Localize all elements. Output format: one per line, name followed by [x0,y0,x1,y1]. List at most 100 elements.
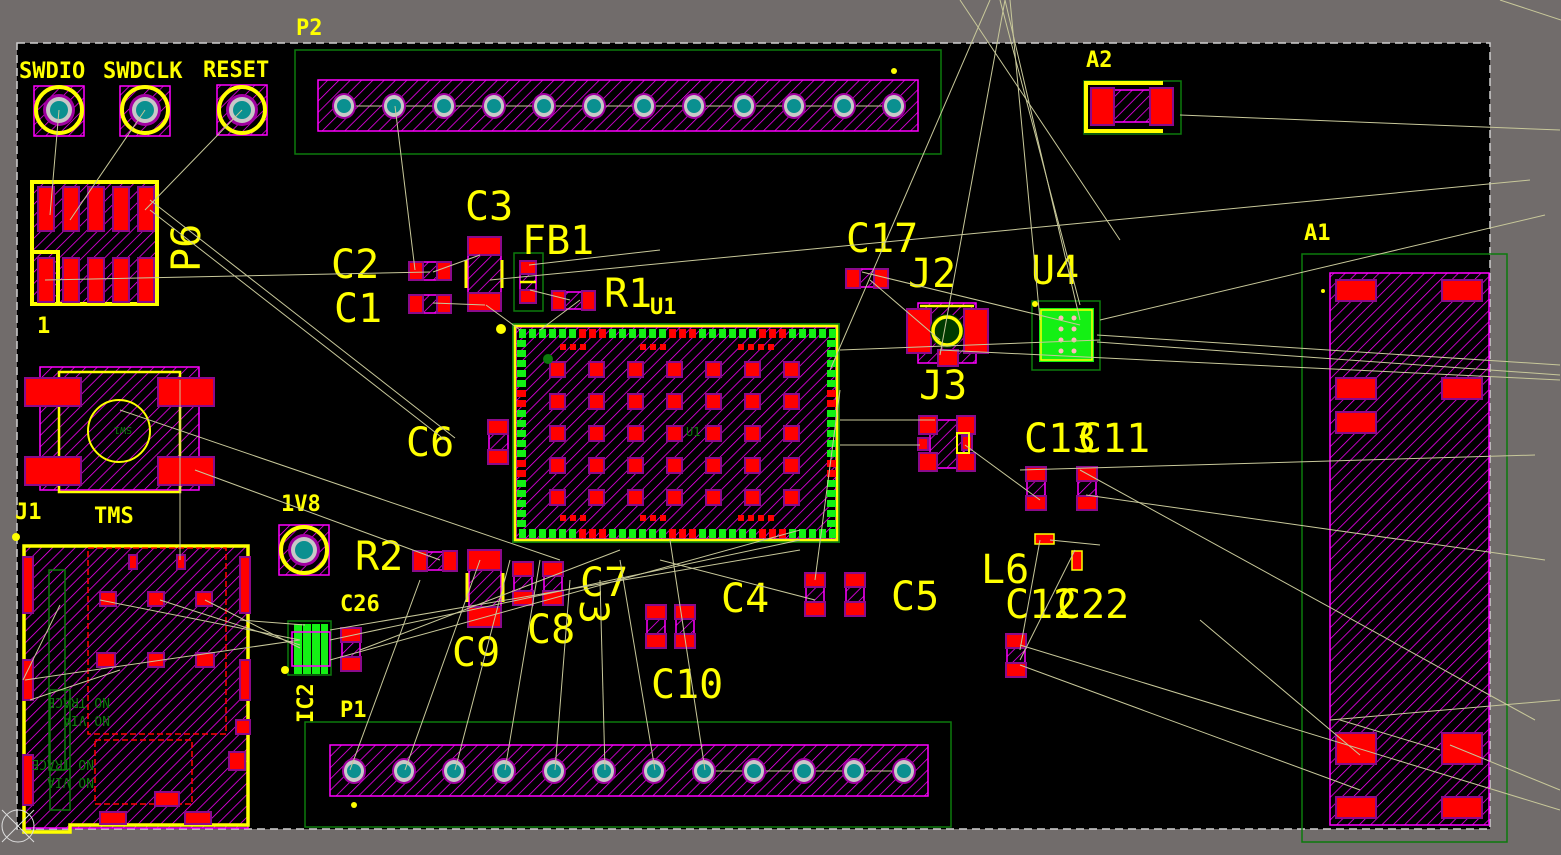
u1-edge-pad [719,529,726,538]
u1-thermal-pad [705,425,722,442]
footprint-c9[interactable] [465,549,505,628]
footprint-c3[interactable] [464,236,504,312]
u1-thermal-pad [744,457,761,474]
u4-pin1-marker [1032,301,1038,307]
j1-pin1-marker [12,533,20,541]
airwire [1096,341,1561,376]
footprint-c22[interactable] [1071,550,1083,571]
testpoint-1v8[interactable] [278,524,330,576]
u1-edge-pad [829,329,836,338]
airwire [29,669,121,701]
u1-edge-pad [827,400,836,407]
footprint-r1[interactable] [551,290,596,311]
u1-inner-pad [748,515,754,521]
u1-edge-pad [569,529,576,538]
footprint-ic2[interactable] [287,620,332,676]
u1-thermal-pad [549,361,566,378]
ref-u1: U1 [650,295,677,320]
u1-edge-pad [517,490,526,497]
footprint-c2[interactable] [408,261,452,281]
u1-thermal-pad [588,457,605,474]
ref-c8: C8 [527,607,575,653]
fab-j1-note4: NO VIA [47,774,94,789]
footprint-j3[interactable] [917,415,976,472]
ref-p6: P6 [164,224,210,272]
footprint-c5[interactable] [844,572,866,617]
footprint-r2[interactable] [412,550,458,572]
airwire [619,559,656,771]
u1-edge-pad [619,329,626,338]
u1-thermal-pad [588,361,605,378]
u1-edge-pad [827,470,836,477]
ref-a2: A2 [1086,48,1113,73]
u1-edge-pad [827,410,836,417]
footprint-u1[interactable]: U1 [512,323,840,543]
u1-thermal-pad [783,393,800,410]
u1-edge-pad [679,329,686,338]
u1-inner-pad [570,515,576,521]
footprint-l6[interactable] [1034,533,1055,545]
p6-pad [62,186,80,232]
footprint-c10[interactable] [645,604,696,649]
u1-edge-pad [659,329,666,338]
airwire [1085,494,1546,561]
airwire [1179,114,1561,131]
footprint-fb1[interactable] [513,252,544,312]
u1-edge-pad [539,529,546,538]
u1-edge-pad [669,329,676,338]
footprint-c1[interactable] [408,294,452,314]
footprint-a2[interactable] [1083,80,1182,135]
u1-edge-pad [827,440,836,447]
u1-edge-pad [549,529,556,538]
airwire [144,109,243,211]
airwire [329,539,801,641]
u1-edge-pad [789,529,796,538]
label-swdio: SWDIO [19,59,85,84]
airwire [49,109,60,216]
footprint-j1[interactable]: NO TRACE NO VIA NO TRACE NO VIA [22,544,251,834]
testpoint-swdclk[interactable] [119,85,171,137]
u1-edge-pad [519,529,526,538]
footprint-sw1-tms[interactable]: SW1 [24,366,215,494]
u1-edge-pad [827,360,836,367]
footprint-c8[interactable] [512,561,564,606]
airwire [485,304,521,331]
u1-thermal-pad [744,393,761,410]
footprint-u4[interactable] [1031,300,1101,371]
airwire [1099,214,1546,321]
u1-edge-pad [609,529,616,538]
u1-edge-pad [779,329,786,338]
footprint-j2[interactable] [906,302,989,367]
footprint-p6[interactable] [30,180,159,306]
p2-pin [482,93,506,119]
u1-inner-pad [560,515,566,521]
p6-pad [87,186,105,232]
p6-pad [112,186,130,232]
ref-r2: R2 [355,534,403,580]
footprint-c12[interactable] [1005,633,1027,678]
p1-pin [642,758,666,784]
u1-edge-pad [749,529,756,538]
airwire [394,105,416,271]
u1-edge-pad [599,329,606,338]
airwire [119,409,561,561]
u1-edge-pad [827,390,836,397]
airwire [869,279,941,341]
label-swdclk: SWDCLK [103,59,183,84]
p1-pin [692,758,716,784]
u1-thermal-pad [549,425,566,442]
u1-edge-pad [639,329,646,338]
u1-inner-pad [768,515,774,521]
origin-marker [1,809,35,843]
footprint-a1[interactable] [1301,253,1508,843]
u1-edge-pad [629,529,636,538]
footprint-c6[interactable] [487,419,509,465]
ref-j3: J3 [919,363,967,409]
u1-edge-pad [689,329,696,338]
footprint-c13[interactable] [1025,466,1047,511]
p1-pin [842,758,866,784]
airwire [1019,549,1076,661]
airwire [99,599,301,641]
footprint-c26[interactable] [340,627,362,672]
